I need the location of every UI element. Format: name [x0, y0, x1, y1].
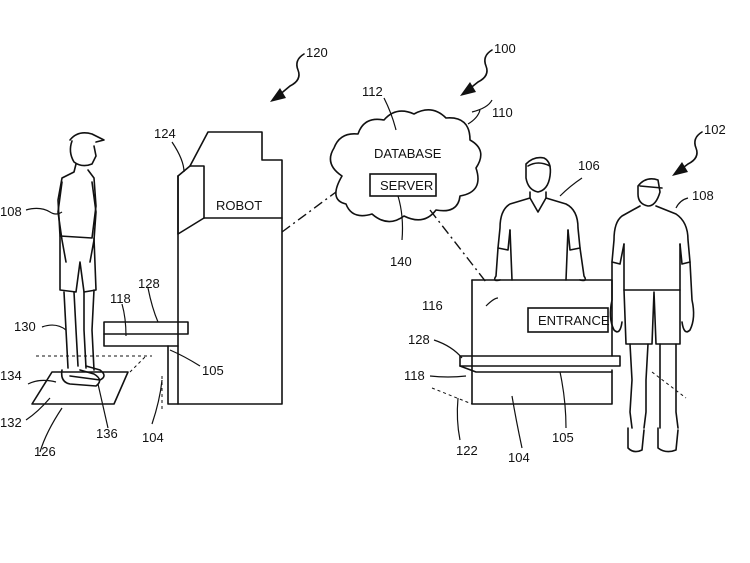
ref-134: 134 — [0, 368, 22, 383]
ref-126: 126 — [34, 444, 56, 459]
ref-128-left: 128 — [138, 276, 160, 291]
ref-128-right: 128 — [408, 332, 430, 347]
ref-104-left: 104 — [142, 430, 164, 445]
ref-105-left: 105 — [202, 363, 224, 378]
ref-105-right: 105 — [552, 430, 574, 445]
server-label: SERVER — [380, 178, 433, 193]
entrance-label: ENTRANCE — [538, 313, 610, 328]
ref-110: 110 — [492, 105, 513, 120]
ref-104-right: 104 — [508, 450, 530, 465]
ref-106: 106 — [578, 158, 600, 173]
server-box — [369, 173, 437, 197]
attendant-person — [493, 156, 587, 282]
ref-108-right: 108 — [692, 188, 714, 203]
ref-102: 102 — [704, 122, 726, 137]
ref-118-left: 118 — [110, 291, 131, 306]
ref-112: 112 — [362, 84, 383, 99]
ref-124: 124 — [154, 126, 176, 141]
ref-100: 100 — [494, 41, 516, 56]
ref-132: 132 — [0, 415, 22, 430]
mat — [25, 355, 152, 453]
cloud-database — [329, 97, 493, 241]
ref-108-left: 108 — [0, 204, 22, 219]
visitor-person — [609, 178, 695, 453]
ref-116: 116 — [422, 298, 443, 313]
ref-136: 136 — [96, 426, 118, 441]
ref-118-right: 118 — [404, 368, 425, 383]
link-robot-cloud — [281, 191, 337, 233]
robot-label: ROBOT — [216, 198, 262, 213]
entrance-box — [527, 307, 609, 333]
ref-140: 140 — [390, 254, 412, 269]
ref-130: 130 — [14, 319, 36, 334]
entrance-kiosk — [429, 279, 687, 449]
robot-kiosk — [103, 131, 283, 425]
link-cloud-entrance — [429, 209, 487, 283]
ref-120: 120 — [306, 45, 328, 60]
left-person — [25, 132, 105, 387]
ref-122: 122 — [456, 443, 478, 458]
ref-arrows — [270, 49, 703, 176]
database-label: DATABASE — [374, 146, 442, 161]
